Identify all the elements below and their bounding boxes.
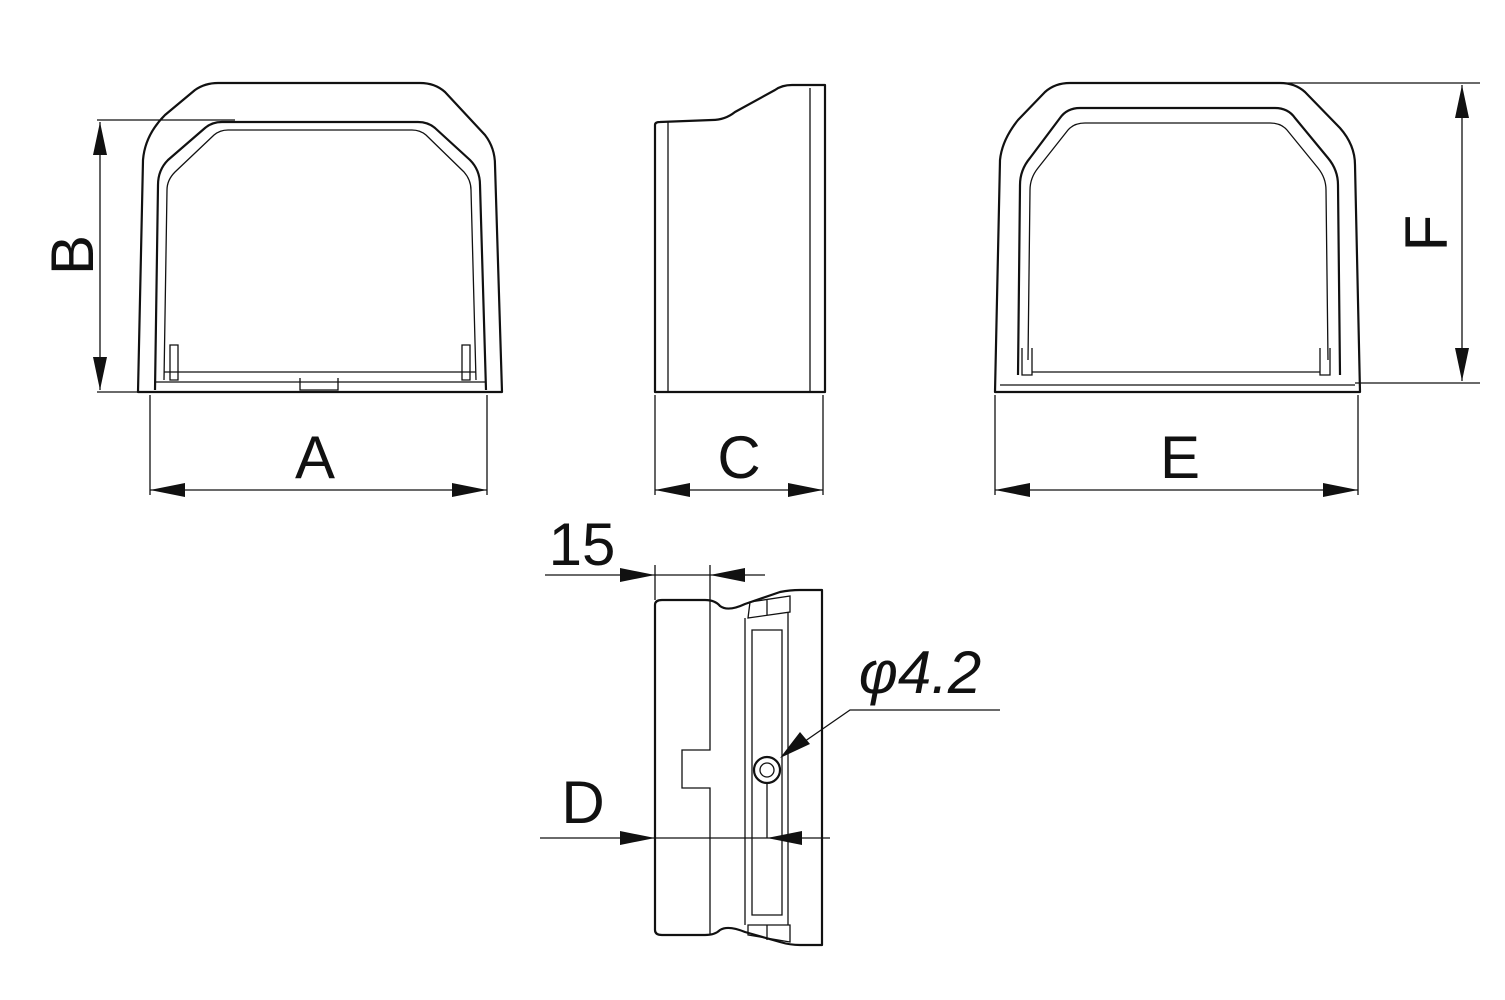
dimension-label-f: F <box>1393 215 1460 252</box>
front-view: B A <box>39 81 504 497</box>
dimension-label-15: 15 <box>549 511 616 578</box>
dimension-label-e: E <box>1160 424 1200 491</box>
dimension-label-d: D <box>561 769 604 836</box>
bottom-view: 15 D φ4.2 <box>540 511 1000 947</box>
dimension-label-b: B <box>39 235 106 275</box>
dimension-label-c: C <box>717 424 760 491</box>
rear-view: F E <box>993 81 1480 497</box>
dimension-label-a: A <box>295 424 335 491</box>
hole-diameter-label: φ4.2 <box>859 639 982 706</box>
side-view: C <box>653 83 827 497</box>
